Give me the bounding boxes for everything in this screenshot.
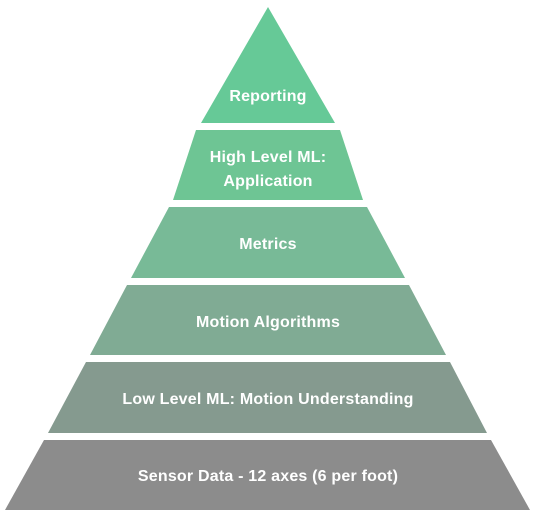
tier-low-level-ml-label: Low Level ML: Motion Understanding bbox=[122, 391, 413, 408]
tier-sensor-data-label: Sensor Data - 12 axes (6 per foot) bbox=[138, 468, 398, 485]
tier-high-level-ml-label-line-1: High Level ML: bbox=[210, 149, 327, 166]
tier-motion-algorithms: Motion Algorithms bbox=[90, 285, 446, 355]
tier-metrics: Metrics bbox=[131, 207, 405, 278]
tier-motion-algorithms-shape bbox=[90, 285, 446, 355]
tier-high-level-ml-shape bbox=[173, 130, 363, 200]
tier-metrics-shape bbox=[131, 207, 405, 278]
tier-low-level-ml-shape bbox=[48, 362, 487, 433]
tier-reporting-shape bbox=[201, 7, 335, 123]
tier-high-level-ml-label-line-2: Application bbox=[223, 173, 312, 190]
tier-reporting-label: Reporting bbox=[229, 88, 306, 105]
tier-reporting: Reporting bbox=[201, 7, 335, 123]
tier-sensor-data: Sensor Data - 12 axes (6 per foot) bbox=[5, 440, 530, 510]
tier-sensor-data-shape bbox=[5, 440, 530, 510]
tier-low-level-ml: Low Level ML: Motion Understanding bbox=[48, 362, 487, 433]
tier-high-level-ml: High Level ML: Application bbox=[173, 130, 363, 200]
tier-motion-algorithms-label: Motion Algorithms bbox=[196, 314, 340, 331]
tier-metrics-label: Metrics bbox=[239, 236, 296, 253]
